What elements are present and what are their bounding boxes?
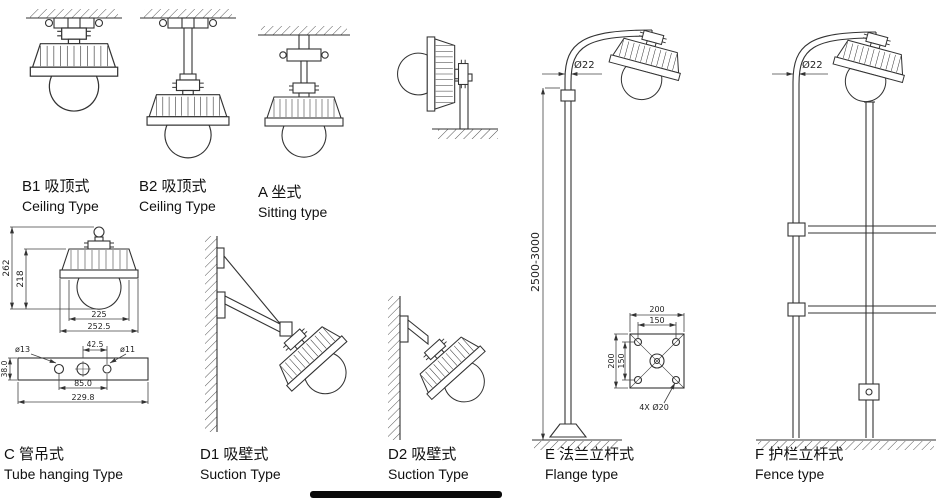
lamp-fixture — [29, 27, 119, 112]
lamp-dome — [76, 277, 122, 310]
label-b1: B1 吸顶式 Ceiling Type — [22, 176, 99, 216]
label-d2-cn: D2 吸壁式 — [388, 446, 457, 463]
figure-b1-ceiling-mount-drawing — [26, 9, 122, 112]
label-a-en: Sitting type — [258, 204, 328, 220]
label-b2-en: Ceiling Type — [139, 198, 216, 214]
wall-hatch — [388, 296, 400, 440]
figure-d1-wall-mount-drawing — [205, 236, 368, 432]
ceiling-hatch — [261, 26, 347, 35]
label-d1: D1 吸壁式 Suction Type — [200, 444, 281, 484]
label-c-en: Tube hanging Type — [4, 466, 124, 482]
dim-hole-right-dia: ø11 — [120, 345, 135, 354]
dim-overall-height: 262 — [2, 259, 12, 276]
label-b1-cn: B1 吸顶式 — [22, 178, 90, 195]
post-bracket — [858, 383, 880, 401]
dim-bolt-holes: 4X Ø20 — [639, 402, 669, 412]
label-e-en: Flange type — [545, 466, 619, 482]
label-d2: D2 吸壁式 Suction Type — [388, 444, 469, 484]
ground-hatch — [534, 441, 618, 450]
plate-hole-left — [53, 363, 65, 375]
pole-inner — [570, 35, 653, 424]
wall-hatch — [205, 236, 217, 432]
dim-top-width: 225 — [91, 310, 106, 319]
label-c-cn: C 管吊式 — [4, 446, 65, 463]
label-f: F 护栏立杆式 Fence type — [755, 444, 843, 484]
lamp-fixture — [264, 82, 344, 158]
label-f-cn: F 护栏立杆式 — [755, 446, 844, 463]
label-d2-en: Suction Type — [388, 466, 469, 482]
figure-f-fence-pole-drawing: Ø22 — [756, 25, 936, 450]
plate-hole-right — [102, 364, 112, 374]
dim-flange-outer: 200 — [649, 305, 664, 314]
dim-flange-outer-v: 200 — [607, 353, 616, 368]
figure-d2-wall-mount-drawing — [388, 296, 505, 440]
dim-flange-inner-v: 150 — [617, 353, 626, 368]
label-d1-en: Suction Type — [200, 466, 281, 482]
suspension-tube — [300, 60, 308, 84]
bottom-edge-bar — [310, 491, 502, 498]
hanging-eyelet — [93, 226, 105, 238]
ground-hatch — [758, 441, 934, 450]
dim-plate-width: 229.8 — [72, 393, 95, 402]
dim-body-height: 218 — [16, 270, 26, 287]
dim-plate-height: 38.0 — [0, 360, 9, 377]
bracket-arm — [224, 295, 285, 335]
pole-clamp — [560, 89, 576, 102]
dim-max-width: 252.5 — [88, 322, 111, 331]
dim-pole-diameter: Ø22 — [574, 59, 595, 71]
label-e-cn: E 法兰立杆式 — [545, 446, 635, 463]
suspension-tube — [183, 27, 193, 77]
label-d1-cn: D1 吸壁式 — [200, 446, 269, 463]
pole-outer — [792, 31, 877, 438]
wall-plate — [399, 315, 409, 343]
flange-detail: 200 150 200 150 4X Ø20 — [607, 305, 685, 412]
rail-clamp-lower — [787, 302, 806, 317]
cross-fitting — [286, 48, 322, 62]
upper-wall-plate — [216, 247, 225, 269]
label-c: C 管吊式 Tube hanging Type — [4, 444, 123, 484]
label-f-en: Fence type — [755, 466, 825, 482]
lamp-fixture — [146, 79, 230, 159]
base-flange — [548, 423, 588, 438]
label-b2-cn: B2 吸顶式 — [139, 178, 207, 195]
dim-hole-offset: 42.5 — [87, 340, 104, 349]
label-b2: B2 吸顶式 Ceiling Type — [139, 176, 216, 216]
figure-c-dimensioned-drawing: 262 218 225 252.5 42.5 ø13 ø11 38.0 85.0… — [0, 226, 149, 404]
bracket-arm — [407, 318, 429, 346]
rail-clamp-upper — [787, 222, 806, 237]
label-b1-en: Ceiling Type — [22, 198, 99, 214]
figure-e-flange-pole-drawing: Ø22 2500-3000 200 150 200 150 — [529, 23, 690, 450]
lower-wall-plate — [216, 291, 226, 319]
lamp-fixture — [397, 36, 469, 112]
ceiling-hatch — [144, 9, 232, 18]
dim-hole-spacing: 85.0 — [74, 379, 92, 388]
lamp-fixture — [825, 25, 914, 111]
label-a-cn: A 坐式 — [258, 184, 302, 201]
ceiling-hatch — [30, 9, 118, 18]
dim-hole-left-dia: ø13 — [15, 345, 30, 354]
dim-pole-height: 2500-3000 — [529, 232, 542, 292]
lamp-fixture — [601, 23, 690, 109]
brace-rod — [223, 255, 283, 327]
figure-a-mount-drawing — [258, 26, 350, 158]
label-a: A 坐式 Sitting type — [258, 182, 327, 222]
dim-flange-inner: 150 — [649, 316, 664, 325]
pole-inner — [798, 37, 877, 438]
label-e: E 法兰立杆式 Flange type — [545, 444, 634, 484]
dim-pole-diameter: Ø22 — [802, 59, 823, 71]
pole-outer — [564, 29, 653, 424]
figure-sitting-side-view-drawing — [397, 36, 498, 139]
figure-b2-ceiling-mount-drawing — [140, 9, 236, 159]
fence-rails — [808, 225, 936, 314]
ground-hatch — [438, 129, 498, 139]
